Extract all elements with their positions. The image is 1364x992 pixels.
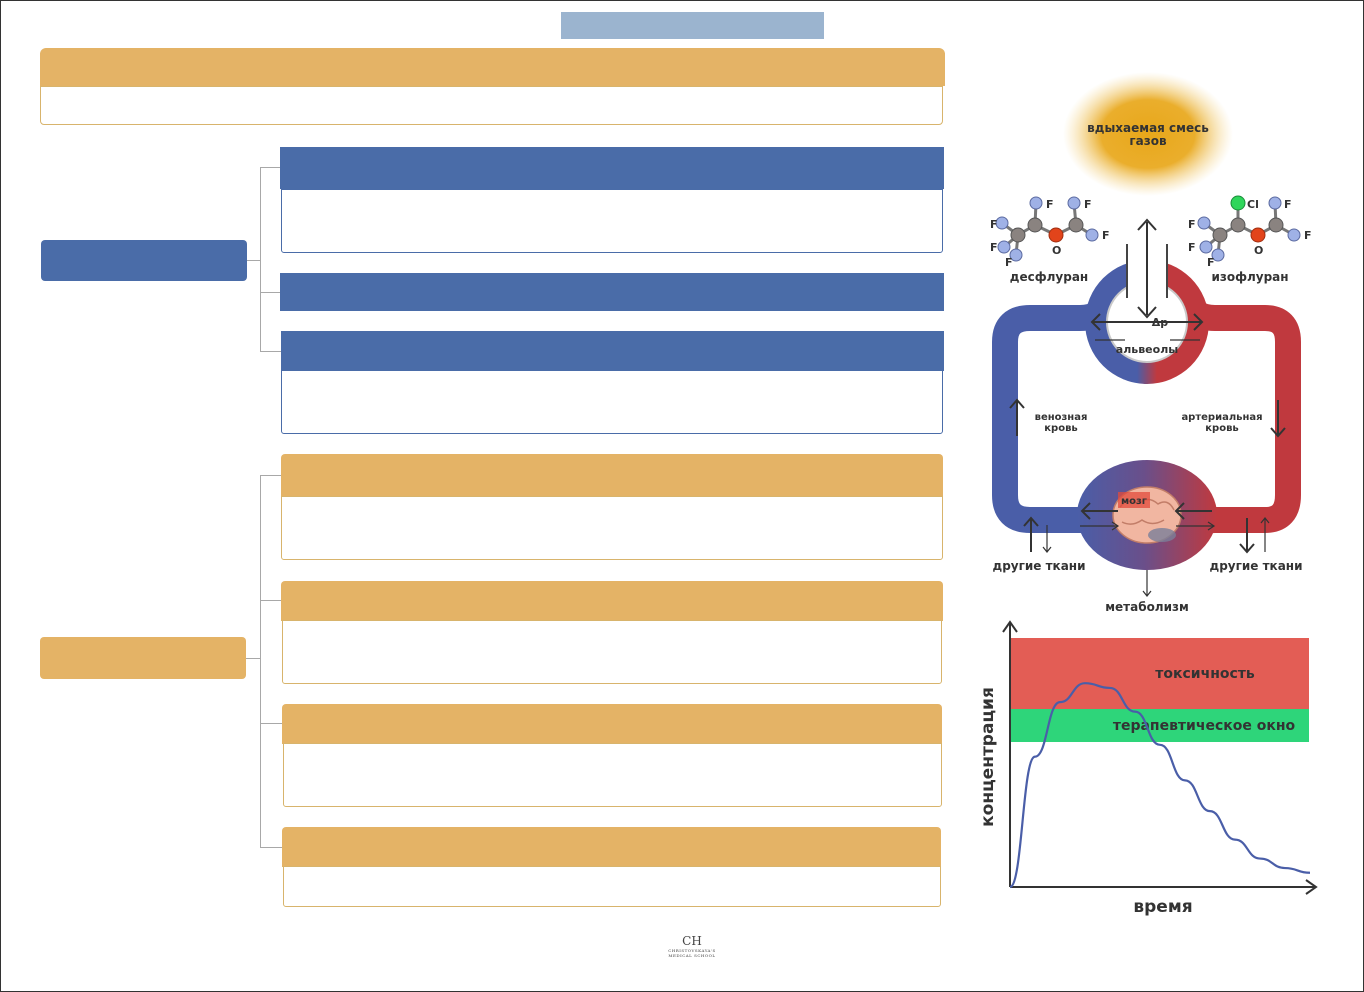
gold-item-1-header (281, 454, 943, 496)
arterial-label-1: артериальная (1181, 412, 1262, 423)
band-0 (1010, 638, 1309, 710)
isoflurane-molecule: Cl F F F F F O (1188, 195, 1312, 269)
gold-item-4-header (282, 827, 941, 867)
top-section-header (40, 48, 945, 86)
desflurane-atom-f2: F (990, 241, 998, 254)
blue-item-1-header (280, 147, 944, 189)
title-bar (561, 12, 824, 39)
inhaled-mix-label-2: газов (1129, 134, 1167, 148)
gold-item-1-body (281, 496, 943, 560)
gold-item-2-header (281, 581, 943, 621)
blue-item-3-header (281, 331, 944, 371)
blue-item-2-header (280, 273, 944, 311)
band-label-0: токсичность (1155, 666, 1255, 682)
isoflurane-atom-o: O (1254, 244, 1263, 257)
isoflurane-atom-f2: F (1304, 229, 1312, 242)
other-tissues-left-label: другие ткани (993, 559, 1086, 573)
metabolism-label: метаболизм (1105, 600, 1189, 614)
logo-monogram: CH (682, 934, 702, 948)
desflurane-atom-f4: F (1046, 198, 1054, 211)
top-section-body (40, 86, 943, 125)
gold-item-3-body (283, 743, 942, 807)
desflurane-atom-f6: F (1102, 229, 1110, 242)
isoflurane-atom-f3: F (1188, 218, 1196, 231)
desflurane-label: десфлуран (1010, 270, 1088, 284)
alveoli-label: альвеолы (1116, 343, 1178, 356)
blue-group-label (41, 240, 247, 281)
isoflurane-atom-cl: Cl (1247, 198, 1259, 211)
delta-p-label: Δp (1152, 316, 1169, 329)
blue-item-3-body (281, 370, 943, 434)
inhaled-mix-glow (1063, 72, 1233, 196)
desflurane-atom-f1: F (990, 218, 998, 231)
desflurane-molecule: F F F F F F O (990, 196, 1110, 269)
desflurane-atom-o: O (1052, 244, 1061, 257)
y-axis-label: концентрация (978, 687, 998, 827)
other-tissues-right-label: другие ткани (1210, 559, 1303, 573)
gold-item-4-body (283, 866, 941, 907)
gold-item-3-header (282, 704, 942, 744)
desflurane-atom-f5: F (1084, 198, 1092, 211)
venous-label-2: кровь (1044, 423, 1077, 434)
concentration-chart: токсичность терапевтическое окно время ко… (978, 620, 1318, 917)
venous-label-1: венозная (1035, 412, 1088, 423)
isoflurane-atom-f1: F (1284, 198, 1292, 211)
isoflurane-label: изофлуран (1211, 270, 1288, 284)
desflurane-atom-f3: F (1005, 256, 1013, 269)
gold-group-label (40, 637, 246, 679)
brain-label: мозг (1121, 496, 1147, 507)
concentration-curve (1008, 682, 1311, 889)
blue-item-1-body (281, 189, 943, 253)
gold-item-2-body (282, 620, 942, 684)
logo-subtitle: CHRISTOVSKAYA'S MEDICAL SCHOOL (668, 948, 716, 958)
isoflurane-atom-f5: F (1207, 256, 1215, 269)
arterial-label-2: кровь (1205, 423, 1238, 434)
band-label-1: терапевтическое окно (1113, 718, 1296, 734)
school-logo: CH CHRISTOVSKAYA'S MEDICAL SCHOOL (660, 934, 724, 966)
x-axis-label: время (1133, 897, 1192, 917)
isoflurane-atom-f4: F (1188, 241, 1196, 254)
pharmacokinetics-diagram: вдыхаемая смесь газов Δp альвеолы (990, 72, 1312, 614)
inhaled-mix-label-1: вдыхаемая смесь (1087, 121, 1209, 135)
band-1 (1010, 709, 1309, 742)
